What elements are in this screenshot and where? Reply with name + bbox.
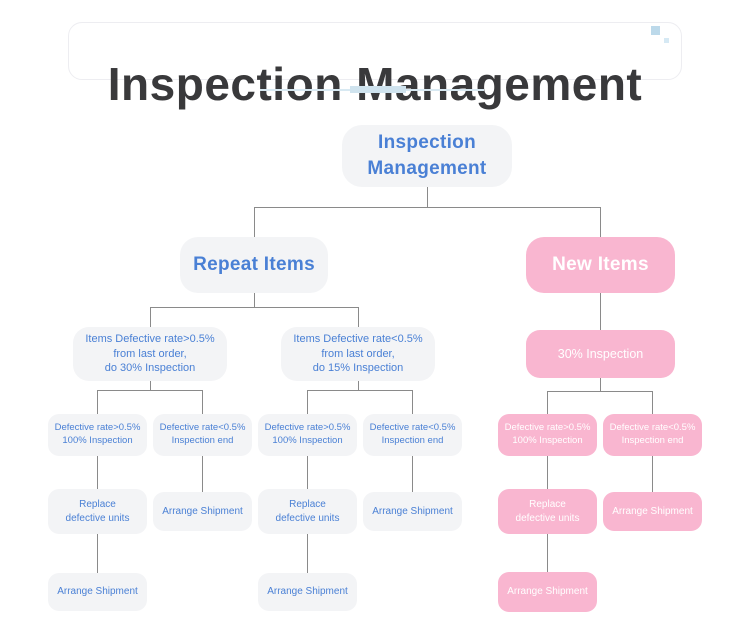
node-new-30pct-inspection: 30% Inspection: [526, 330, 675, 378]
connector-line: [547, 534, 548, 572]
connector-line: [202, 390, 203, 414]
node-arrange-shipment: Arrange Shipment: [363, 492, 462, 531]
node-replace-defective-units: Replace defective units: [48, 489, 147, 534]
node-arrange-shipment: Arrange Shipment: [48, 573, 147, 611]
connector-line: [547, 391, 548, 414]
node-defective-rate-high: Defective rate>0.5% 100% Inspection: [498, 414, 597, 456]
node-arrange-shipment: Arrange Shipment: [153, 492, 252, 531]
node-defective-rate-high: Defective rate>0.5% 100% Inspection: [48, 414, 147, 456]
node-arrange-shipment: Arrange Shipment: [258, 573, 357, 611]
node-defective-rate-high: Defective rate>0.5% 100% Inspection: [258, 414, 357, 456]
connector-line: [150, 307, 151, 327]
connector-line: [150, 381, 151, 390]
decoration-square-small: [664, 38, 669, 43]
connector-line: [547, 391, 653, 392]
connector-line: [547, 456, 548, 490]
connector-line: [600, 207, 601, 237]
decoration-square-large: [651, 26, 660, 35]
connector-line: [600, 293, 601, 330]
node-replace-defective-units: Replace defective units: [258, 489, 357, 534]
connector-line: [97, 390, 98, 414]
connector-line: [202, 456, 203, 492]
node-defective-rate-low: Defective rate<0.5% Inspection end: [603, 414, 702, 456]
node-arrange-shipment: Arrange Shipment: [498, 572, 597, 612]
connector-line: [412, 456, 413, 492]
connector-line: [307, 456, 308, 490]
node-repeat-high-rate-rule: Items Defective rate>0.5% from last orde…: [73, 327, 227, 381]
node-defective-rate-low: Defective rate<0.5% Inspection end: [363, 414, 462, 456]
connector-line: [254, 207, 255, 237]
connector-line: [307, 534, 308, 573]
connector-line: [427, 187, 428, 207]
connector-line: [307, 390, 308, 414]
connector-line: [412, 390, 413, 414]
node-defective-rate-low: Defective rate<0.5% Inspection end: [153, 414, 252, 456]
connector-line: [150, 307, 359, 308]
connector-line: [600, 378, 601, 391]
node-repeat-low-rate-rule: Items Defective rate<0.5% from last orde…: [281, 327, 435, 381]
page-title: Inspection Management: [107, 57, 643, 110]
connector-line: [358, 381, 359, 390]
connector-line: [97, 390, 203, 391]
node-new-items: New Items: [526, 237, 675, 293]
node-inspection-management: Inspection Management: [342, 125, 512, 187]
connector-line: [97, 534, 98, 573]
node-replace-defective-units: Replace defective units: [498, 489, 597, 534]
connector-line: [652, 391, 653, 414]
connector-line: [358, 307, 359, 327]
title-card: [68, 22, 682, 80]
node-repeat-items: Repeat Items: [180, 237, 328, 293]
title-underline-thick: [350, 86, 406, 93]
connector-line: [97, 456, 98, 490]
connector-line: [254, 293, 255, 307]
node-arrange-shipment: Arrange Shipment: [603, 492, 702, 531]
connector-line: [307, 390, 413, 391]
connector-line: [254, 207, 601, 208]
connector-line: [652, 456, 653, 492]
